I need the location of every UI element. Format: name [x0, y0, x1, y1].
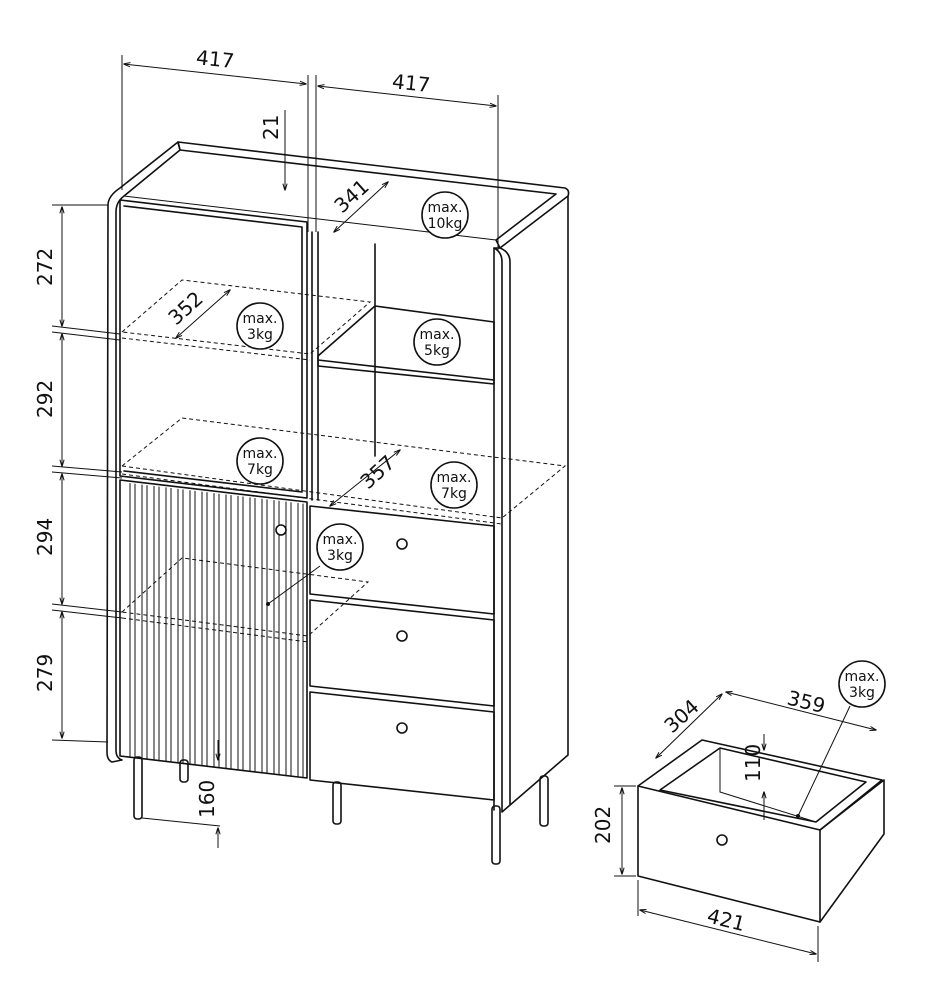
drawer-knob-2 — [396, 630, 408, 642]
load-badge: max.3kg — [266, 523, 364, 606]
load-badge-prefix: max. — [437, 470, 472, 486]
dim-leg-height: 160 — [195, 780, 219, 818]
dim-width-left: 417 — [195, 45, 235, 73]
load-badge-value: 3kg — [247, 327, 273, 343]
door-flute — [297, 503, 304, 778]
door-flute — [273, 500, 280, 775]
dim-drawer-width: 421 — [705, 904, 748, 937]
load-badge: max.5kg — [413, 318, 461, 366]
door-flute — [153, 486, 160, 761]
hidden-shelf-upper — [120, 279, 372, 361]
door-flute — [261, 498, 268, 774]
dimension-labels: 417 417 21 341 352 357 272 292 294 279 1… — [33, 45, 431, 818]
legs — [133, 756, 549, 865]
load-badge: max.3kg — [796, 660, 886, 818]
drawer-knob-1 — [396, 538, 408, 550]
drawer-stack — [309, 505, 495, 801]
dimension-lines — [51, 55, 499, 848]
dim-drawer-height: 202 — [591, 806, 615, 844]
drawer-3 — [309, 691, 495, 801]
door-flute — [249, 497, 256, 772]
right-side-panel — [493, 195, 569, 813]
drawer-1 — [309, 505, 495, 615]
door-flute — [141, 484, 148, 760]
load-badge: max.7kg — [236, 437, 284, 485]
dim-h-294: 294 — [33, 518, 57, 556]
load-badge: max.3kg — [236, 302, 284, 350]
dim-shelf-upper-depth: 352 — [163, 286, 207, 329]
door-flute — [165, 487, 172, 763]
dim-top-gap: 21 — [259, 115, 283, 140]
door-flute — [201, 491, 208, 767]
door-flute — [213, 493, 220, 768]
load-badge-prefix: max. — [323, 532, 358, 548]
hidden-shelf-middle — [120, 417, 567, 525]
dim-drawer-inner-height: 110 — [741, 744, 765, 782]
dim-width-right: 417 — [391, 69, 431, 97]
load-badge: max.7kg — [430, 461, 478, 509]
dim-top-depth: 341 — [329, 174, 373, 217]
door-flute — [237, 495, 244, 771]
center-divider — [311, 231, 319, 501]
load-badge-prefix: max. — [845, 669, 880, 685]
load-badge-prefix: max. — [243, 446, 278, 462]
dim-h-279: 279 — [33, 654, 57, 692]
hidden-shelf-lower — [120, 557, 370, 643]
open-shelf — [317, 305, 495, 385]
top-board — [177, 141, 570, 249]
dim-h-272: 272 — [33, 248, 57, 286]
drawer-knob-3 — [396, 722, 408, 734]
load-badge-prefix: max. — [243, 311, 278, 327]
drawer-2 — [309, 599, 495, 707]
cabinet — [106, 141, 570, 865]
door-knob — [275, 524, 287, 536]
load-badge-value: 10kg — [428, 216, 463, 232]
load-badge-value: 5kg — [424, 343, 450, 359]
dim-drawer-width-inner: 359 — [785, 686, 828, 719]
dim-drawer-depth: 304 — [659, 694, 703, 737]
dim-h-292: 292 — [33, 380, 57, 418]
load-badge-value: 3kg — [849, 685, 875, 701]
dim-shelf-mid-depth: 357 — [355, 450, 399, 493]
glass-door — [119, 199, 308, 499]
drawer-front — [637, 785, 821, 923]
door-flute — [129, 483, 136, 758]
load-badge: max.10kg — [421, 191, 469, 239]
door-flute — [285, 501, 292, 777]
door-flute — [189, 490, 196, 765]
load-badge-prefix: max. — [420, 327, 455, 343]
load-badge-value: 7kg — [441, 486, 467, 502]
door-flute — [177, 488, 184, 764]
left-side-panel — [106, 141, 181, 763]
load-badge-prefix: max. — [428, 200, 463, 216]
load-badge-value: 7kg — [247, 462, 273, 478]
drawer-detail-knob — [716, 834, 728, 846]
load-badge-value: 3kg — [327, 548, 353, 564]
fluted-door — [119, 479, 308, 779]
drawer-side — [819, 779, 885, 923]
door-flute — [225, 494, 232, 770]
